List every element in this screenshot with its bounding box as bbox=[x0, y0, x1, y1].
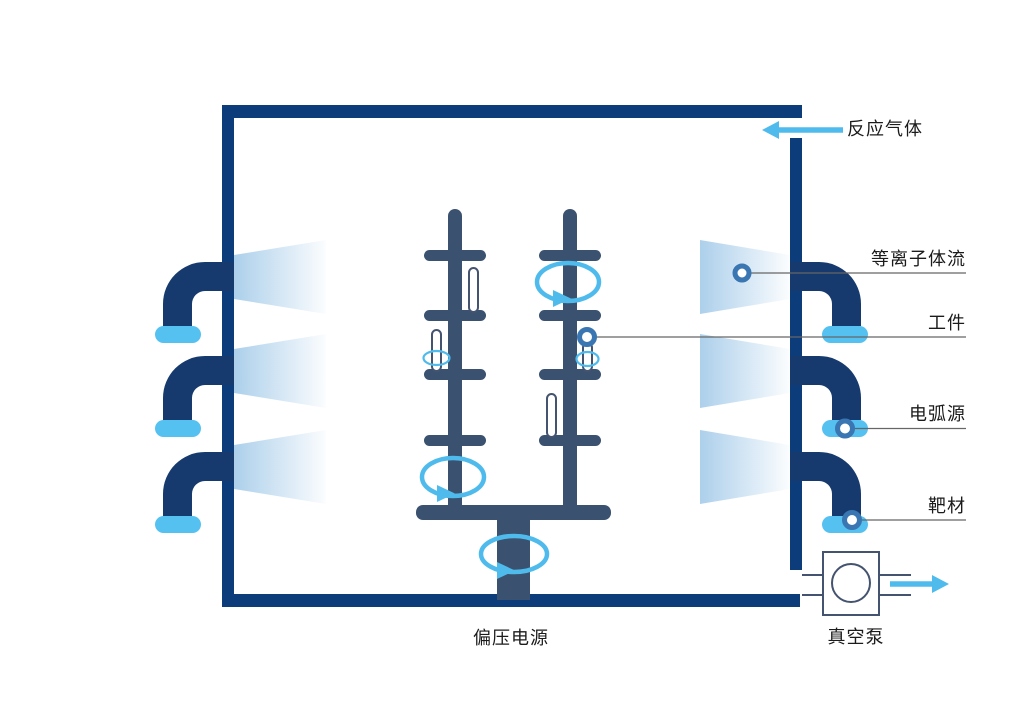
rotation-arrowhead bbox=[497, 562, 515, 579]
target-cap bbox=[155, 420, 201, 437]
rotation-arrow-ellipse bbox=[478, 533, 550, 575]
plasma-cone bbox=[234, 334, 326, 408]
rotation-arrow-ellipse bbox=[419, 455, 487, 499]
arc-source-elbows-right bbox=[790, 262, 868, 533]
plasma-cone bbox=[700, 334, 790, 408]
arc-source-elbows-left bbox=[155, 262, 234, 533]
pump-rotor bbox=[831, 563, 871, 603]
marker-ring-arc-source bbox=[835, 418, 855, 439]
plasma-cones bbox=[234, 240, 790, 504]
label-bias-power: 偏压电源 bbox=[473, 628, 549, 648]
label-vacuum-pump: 真空泵 bbox=[827, 627, 885, 647]
gas-inlet-arrow bbox=[762, 121, 843, 139]
target-cap bbox=[155, 326, 201, 343]
arc-source-pipe bbox=[163, 452, 234, 516]
arc-source-pipe bbox=[163, 356, 234, 420]
target-cap bbox=[822, 326, 868, 343]
label-reactive-gas: 反应气体 bbox=[847, 119, 923, 139]
exhaust-arrow-head bbox=[932, 575, 949, 593]
pointer-lines bbox=[587, 272, 966, 521]
label-target-material: 靶材 bbox=[928, 496, 966, 516]
target-cap bbox=[155, 516, 201, 533]
rack-shelf bbox=[539, 435, 601, 446]
workpiece-rod bbox=[546, 393, 557, 438]
rack-base bbox=[416, 505, 611, 520]
marker-rings bbox=[577, 263, 862, 530]
rack-shelf bbox=[539, 310, 601, 321]
arc-source-pipe bbox=[790, 356, 861, 420]
rotation-arrowhead bbox=[437, 485, 455, 502]
plasma-cone bbox=[234, 240, 326, 314]
top-wall bbox=[222, 105, 802, 118]
chamber-walls bbox=[222, 105, 802, 607]
label-workpiece: 工件 bbox=[928, 313, 966, 333]
rack-column bbox=[497, 512, 530, 600]
plasma-cone bbox=[700, 430, 790, 504]
rack-shelf bbox=[424, 250, 486, 261]
workpieces bbox=[422, 267, 600, 438]
workpiece-rod bbox=[468, 267, 479, 313]
rack-shelf bbox=[539, 369, 601, 380]
rod-rotation-ellipse bbox=[422, 349, 451, 367]
rack-shelf bbox=[539, 250, 601, 261]
marker-ring-workpiece bbox=[577, 327, 597, 347]
gas-arrow-head bbox=[762, 121, 779, 139]
rotation-arrowhead bbox=[553, 290, 571, 307]
plasma-cone bbox=[234, 430, 326, 504]
rack-shelf bbox=[424, 435, 486, 446]
vacuum-pump-symbol bbox=[802, 551, 949, 616]
label-plasma-flow: 等离子体流 bbox=[871, 249, 966, 269]
marker-ring-target bbox=[842, 510, 862, 530]
rotation-indicators bbox=[419, 260, 602, 579]
arc-source-pipe bbox=[163, 262, 234, 326]
bottom-wall bbox=[222, 594, 800, 607]
rotation-arrow-ellipse bbox=[534, 260, 602, 304]
rotation-rack bbox=[416, 209, 611, 600]
label-arc-source: 电弧源 bbox=[909, 404, 966, 424]
arc-source-pipe bbox=[790, 262, 861, 326]
rack-shelf bbox=[424, 369, 486, 380]
right-wall bbox=[790, 138, 802, 570]
rod-rotation-ellipse bbox=[575, 350, 600, 368]
arc-source-pipe bbox=[790, 452, 861, 516]
rack-shelf bbox=[424, 310, 486, 321]
marker-ring-plasma bbox=[732, 263, 752, 283]
